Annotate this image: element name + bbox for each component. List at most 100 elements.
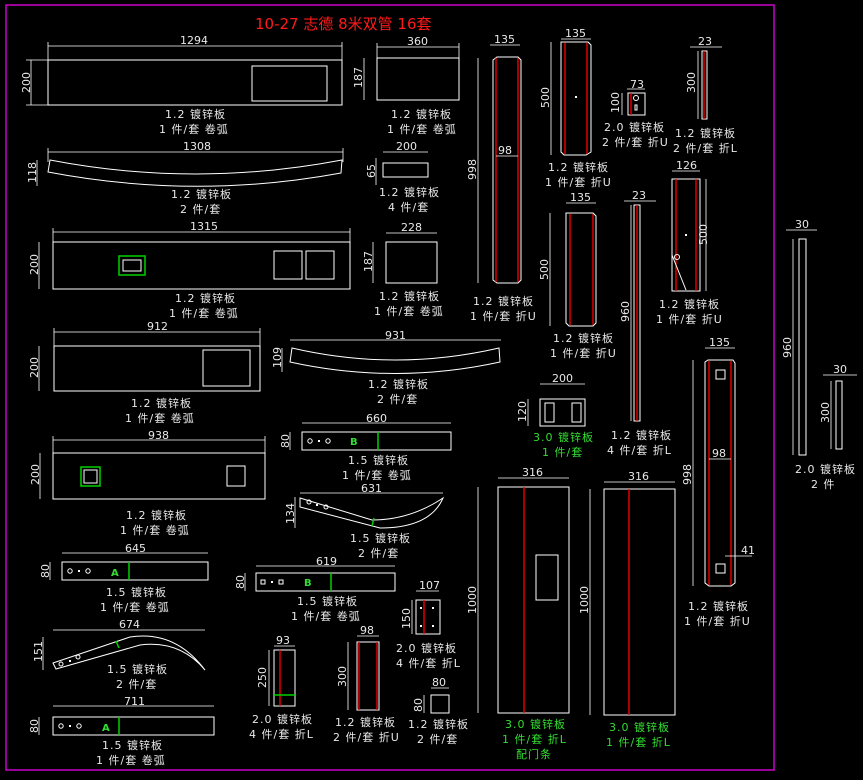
part-qty: 1 件/套 卷弧 <box>169 306 239 320</box>
part-qty: 1 件/套 卷弧 <box>291 609 361 623</box>
dim-height: 120 <box>516 401 529 422</box>
part-mark: B <box>350 437 358 448</box>
part-135x500-top: 135 500 1.2 镀锌板 1 件/套 折U <box>539 27 612 189</box>
dim-height: 250 <box>256 667 269 688</box>
part-material: 1.2 镀锌板 <box>368 377 429 391</box>
dim-width: 135 <box>494 33 515 46</box>
part-material: 1.2 镀锌板 <box>675 126 736 140</box>
part-931x109-arc: 931 109 1.2 镀锌板 2 件/套 <box>271 329 501 406</box>
part-qty: 1 件/套 折U <box>470 309 537 323</box>
part-material: 1.2 镀锌板 <box>553 331 614 345</box>
part-material: 3.0 镀锌板 <box>533 430 594 444</box>
part-126x500: 126 500 1.2 镀锌板 1 件/套 折U <box>656 159 723 326</box>
part-qty: 1 件/套 折L <box>502 732 567 746</box>
dim-height: 200 <box>29 464 42 485</box>
part-1308x118-arc: 1308 118 1.2 镀锌板 2 件/套 <box>26 140 344 216</box>
part-qty: 2 件/套 折U <box>602 135 669 149</box>
dim-width-short: 30 <box>833 363 847 376</box>
part-660x80-B: 660 B 80 1.5 镀锌板 1 件/套 卷弧 <box>279 412 452 482</box>
part-1294x200: 1294 200 1.2 镀锌板 1 件/套 卷弧 <box>20 34 343 136</box>
dim-height: 500 <box>538 259 551 280</box>
dim-width: 1308 <box>183 140 211 153</box>
part-qty: 1 件/套 卷弧 <box>96 753 166 767</box>
dim-height: 960 <box>619 301 632 322</box>
part-711x80-A: 711 A 80 1.5 镀锌板 1 件/套 卷弧 <box>28 695 215 767</box>
part-qty: 1 件/套 折U <box>545 175 612 189</box>
part-107x150: 107 150 2.0 镀锌板 4 件/套 折L <box>396 579 461 670</box>
part-316x1000: 316 1000 3.0 镀锌板 1 件/套 折L <box>578 470 676 749</box>
dim-width: 98 <box>360 624 374 637</box>
part-material: 1.2 镀锌板 <box>165 107 226 121</box>
part-qty: 4 件/套 折L <box>396 656 461 670</box>
dim-width: 316 <box>522 466 543 479</box>
part-material: 1.5 镀锌板 <box>297 594 358 608</box>
part-qty: 1 件/套 折U <box>656 312 723 326</box>
part-200x120: 200 120 3.0 镀锌板 1 件/套 <box>516 372 594 459</box>
dim-height: 998 <box>681 464 694 485</box>
dim-width: 200 <box>396 140 417 153</box>
part-631x134-curved: 631 134 1.5 镀锌板 2 件/套 <box>284 482 445 560</box>
part-material: 3.0 镀锌板 <box>505 717 566 731</box>
part-material: 1.2 镀锌板 <box>335 715 396 729</box>
part-material: 2.0 镀锌板 <box>795 462 856 476</box>
dim-height: 80 <box>234 575 247 589</box>
dim-height: 300 <box>336 666 349 687</box>
part-qty: 2 件/套 <box>358 547 399 560</box>
part-1315x200: 1315 200 1.2 镀锌板 1 件/套 卷弧 <box>28 220 351 320</box>
part-material: 1.5 镀锌板 <box>106 585 167 599</box>
dim-width: 126 <box>676 159 697 172</box>
dim-width: 931 <box>385 329 406 342</box>
dim-width: 135 <box>565 27 586 40</box>
part-qty: 2 件 <box>811 478 836 491</box>
dim-height: 80 <box>28 719 41 733</box>
dim-height-long: 960 <box>781 337 794 358</box>
dim-width: 660 <box>366 412 387 425</box>
part-674x151-curved: 674 151 1.5 镀锌板 2 件/套 <box>32 618 206 691</box>
part-200x65: 200 65 1.2 镀锌板 4 件/套 <box>365 140 439 214</box>
part-912x200: 912 200 1.2 镀锌板 1 件/套 卷弧 <box>28 320 261 425</box>
dim-width: 938 <box>148 429 169 442</box>
dim-height: 187 <box>352 67 365 88</box>
drawing-border <box>5 4 775 771</box>
part-material: 1.2 镀锌板 <box>408 717 469 731</box>
part-mark: A <box>111 568 119 579</box>
dim-height: 65 <box>365 164 378 178</box>
part-mark: B <box>304 578 312 589</box>
part-98x300: 98 300 1.2 镀锌板 2 件/套 折U <box>333 624 399 744</box>
dim-width: 316 <box>628 470 649 483</box>
part-qty: 1 件/套 折U <box>550 346 617 360</box>
dim-width: 107 <box>419 579 440 592</box>
part-360x187: 360 187 1.2 镀锌板 1 件/套 卷弧 <box>352 35 460 136</box>
part-qty: 4 件/套 折L <box>607 443 672 457</box>
dim-width: 23 <box>632 189 646 202</box>
dim-width: 912 <box>147 320 168 333</box>
part-qty: 2 件/套 <box>116 678 157 691</box>
part-material: 1.5 镀锌板 <box>348 453 409 467</box>
part-material: 1.2 镀锌板 <box>126 508 187 522</box>
part-material: 2.0 镀锌板 <box>604 120 665 134</box>
dim-width: 228 <box>401 221 422 234</box>
part-qty: 2 件/套 折L <box>673 141 738 155</box>
dim-width: 80 <box>432 676 446 689</box>
dim-height: 1000 <box>578 586 591 614</box>
part-material: 2.0 镀锌板 <box>396 641 457 655</box>
part-qty: 2 件/套 <box>180 203 221 216</box>
dim-height: 151 <box>32 641 45 662</box>
dim-width: 360 <box>407 35 428 48</box>
part-80x80: 80 80 1.2 镀锌板 2 件/套 <box>408 676 469 746</box>
part-material: 2.0 镀锌板 <box>252 712 313 726</box>
part-645x80-A: 645 A 80 1.5 镀锌板 1 件/套 卷弧 <box>39 542 209 614</box>
part-619x80-B: 619 B 80 1.5 镀锌板 1 件/套 卷弧 <box>234 555 396 623</box>
part-93x250: 93 250 2.0 镀锌板 4 件/套 折L <box>249 634 313 741</box>
dim-height: 109 <box>271 347 284 368</box>
dim-height: 80 <box>279 434 292 448</box>
dim-height: 200 <box>20 72 33 93</box>
part-note: 配门条 <box>516 747 552 761</box>
dim-width: 23 <box>698 35 712 48</box>
dim-height: 100 <box>609 92 622 113</box>
part-qty: 1 件/套 卷弧 <box>374 304 444 318</box>
part-material: 1.2 镀锌板 <box>473 294 534 308</box>
part-material: 1.2 镀锌板 <box>688 599 749 613</box>
part-qty: 1 件/套 <box>542 446 583 459</box>
dim-width: 1294 <box>180 34 208 47</box>
